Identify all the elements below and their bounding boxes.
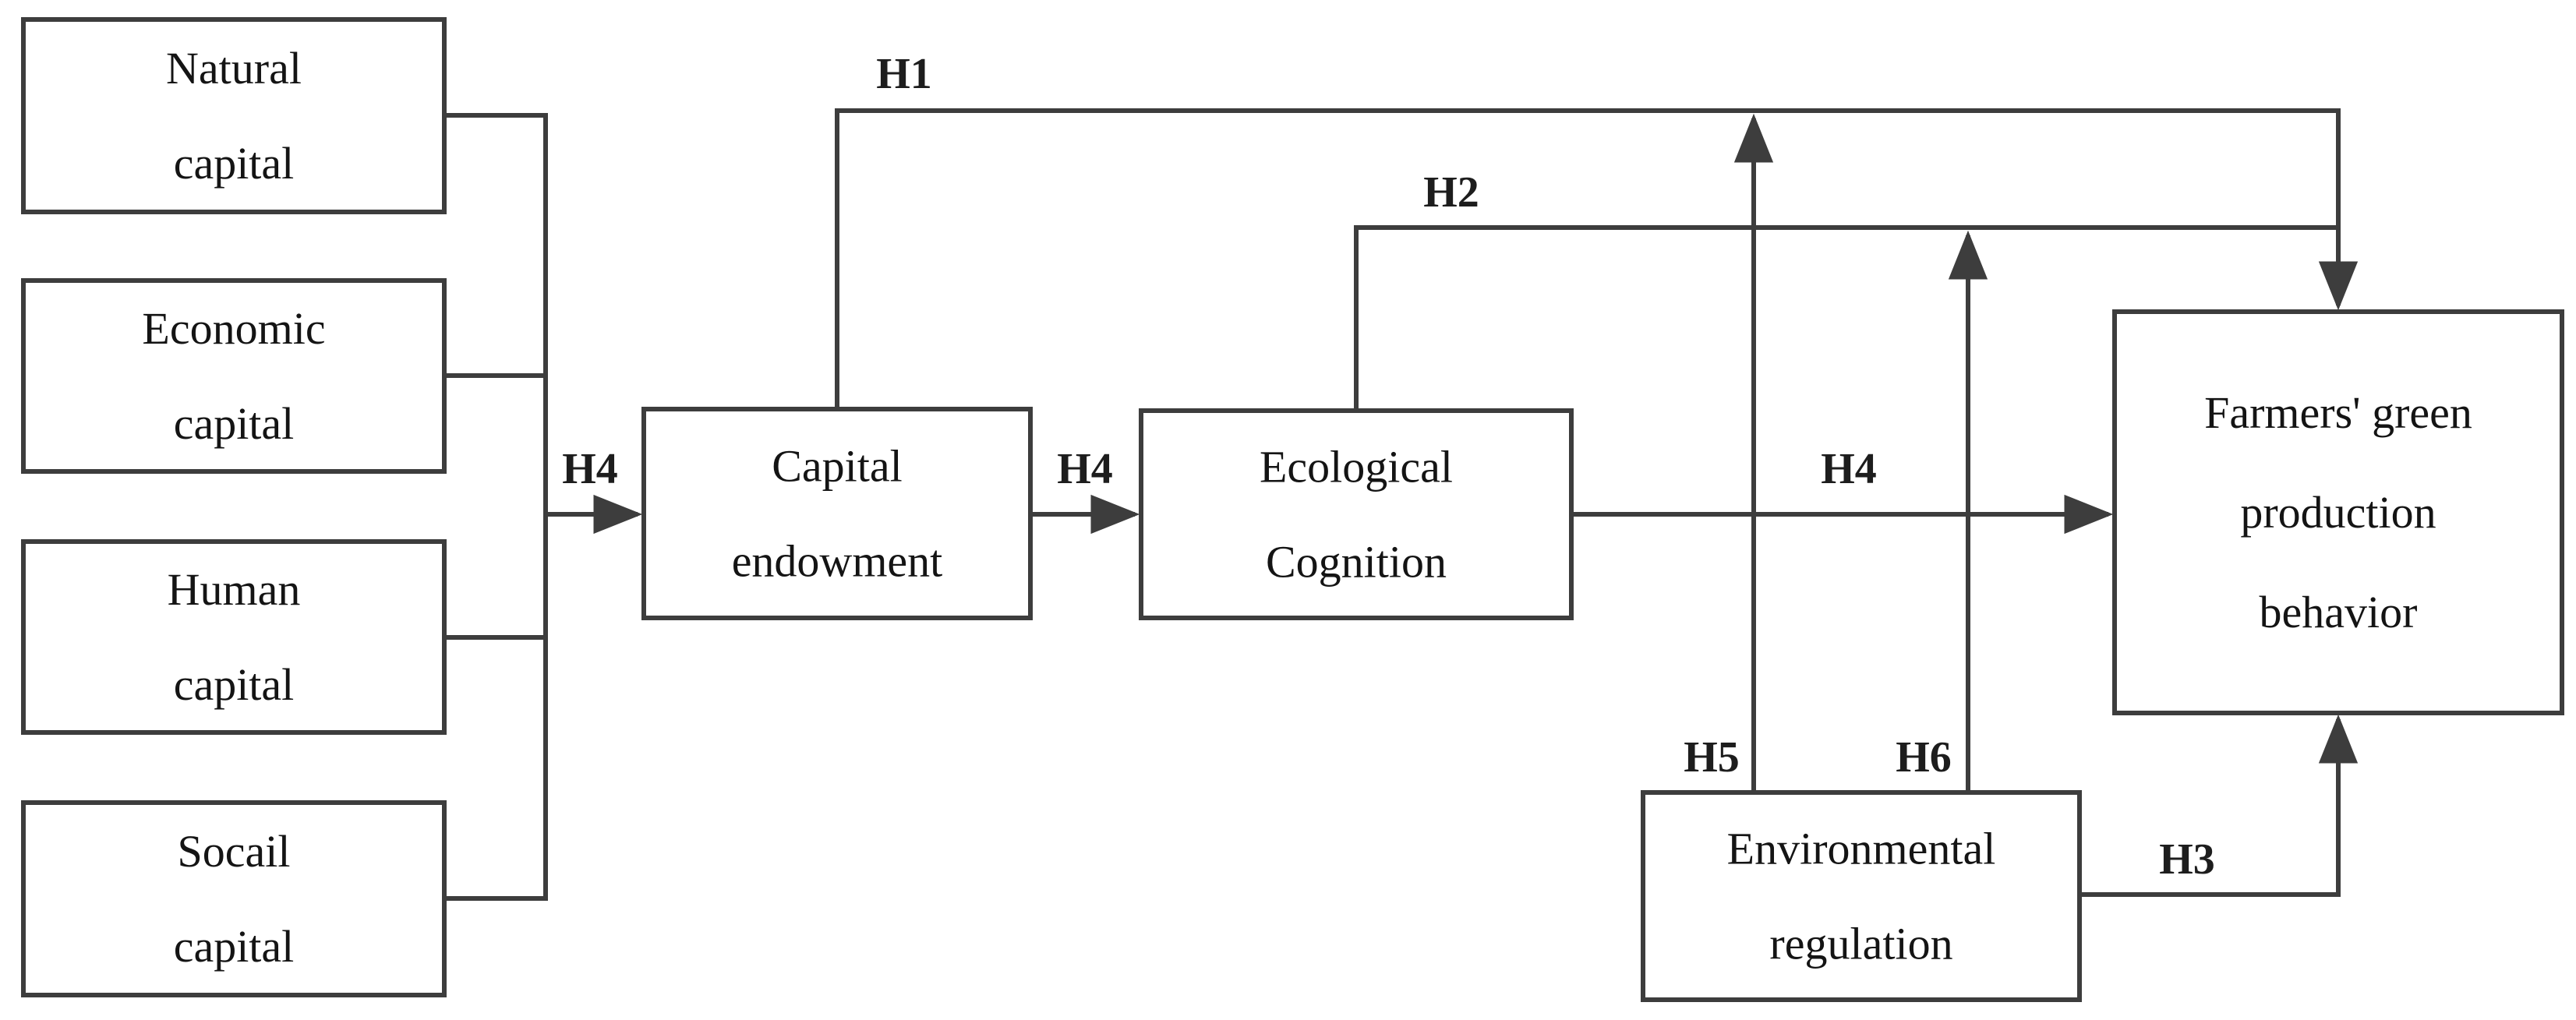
node-label-environmental-regulation-line-1: Environmental [1727, 824, 1996, 874]
node-label-human-capital-line-1: Human [168, 564, 301, 615]
edge-h2-ecological-to-farmers-junction [1354, 225, 2338, 411]
hypothesis-label-h1: H1 [876, 50, 932, 98]
node-socail-capital: Socail capital [21, 800, 447, 997]
hypothesis-label-h2: H2 [1423, 168, 1479, 217]
node-rect-capital-endowment [641, 407, 1033, 620]
hypothesis-label-h6: H6 [1896, 733, 1952, 782]
node-economic-capital: Economic capital [21, 278, 447, 474]
node-label-farmers-green-production-behavior-line-2: production [2240, 487, 2436, 538]
hypothesis-label-h4-middle: H4 [1057, 445, 1113, 493]
node-label-farmers-green-production-behavior-line-3: behavior [2260, 587, 2418, 637]
node-capital-endowment: Capital endowment [641, 407, 1033, 620]
node-natural-capital: Natural capital [21, 17, 447, 214]
edge-h1-capital-endowment-to-farmers [835, 108, 2359, 409]
node-rect-economic-capital [21, 278, 447, 474]
nodes-layer: NaturalcapitalEconomiccapitalHumancapita… [21, 17, 2564, 1002]
node-farmers-green-production-behavior: Farmers' green production behavior [2112, 309, 2564, 715]
node-label-human-capital-line-2: capital [174, 659, 295, 710]
edges-layer [444, 108, 2359, 901]
hypothesis-label-h3: H3 [2159, 835, 2215, 884]
node-rect-socail-capital [21, 800, 447, 997]
node-label-environmental-regulation-line-2: regulation [1769, 919, 1952, 969]
node-label-socail-capital-line-1: Socail [178, 826, 291, 877]
node-environmental-regulation: Environmental regulation [1641, 790, 2082, 1002]
node-label-economic-capital-line-2: capital [174, 398, 295, 449]
node-rect-ecological-cognition [1139, 408, 1574, 620]
hypothesis-label-h4-right: H4 [1821, 445, 1877, 493]
edge-h3-environmental-to-farmers [2080, 714, 2359, 897]
node-rect-natural-capital [21, 17, 447, 214]
node-rect-human-capital [21, 539, 447, 735]
node-label-economic-capital-line-1: Economic [142, 303, 325, 354]
node-label-socail-capital-line-2: capital [174, 921, 295, 972]
node-label-natural-capital-line-2: capital [174, 138, 295, 189]
node-label-capital-endowment-line-1: Capital [772, 441, 903, 492]
node-human-capital: Human capital [21, 539, 447, 735]
node-label-capital-endowment-line-2: endowment [732, 536, 943, 587]
node-label-ecological-cognition-line-1: Ecological [1260, 442, 1453, 492]
node-rect-farmers-green-production-behavior [2112, 309, 2564, 715]
hypothesis-label-h4-left: H4 [562, 445, 618, 493]
node-label-ecological-cognition-line-2: Cognition [1266, 537, 1447, 588]
node-label-natural-capital-line-1: Natural [166, 43, 302, 94]
node-rect-environmental-regulation [1641, 790, 2082, 1002]
node-label-farmers-green-production-behavior-line-1: Farmers' green [2204, 387, 2472, 438]
hypothesis-label-h5: H5 [1684, 733, 1740, 782]
